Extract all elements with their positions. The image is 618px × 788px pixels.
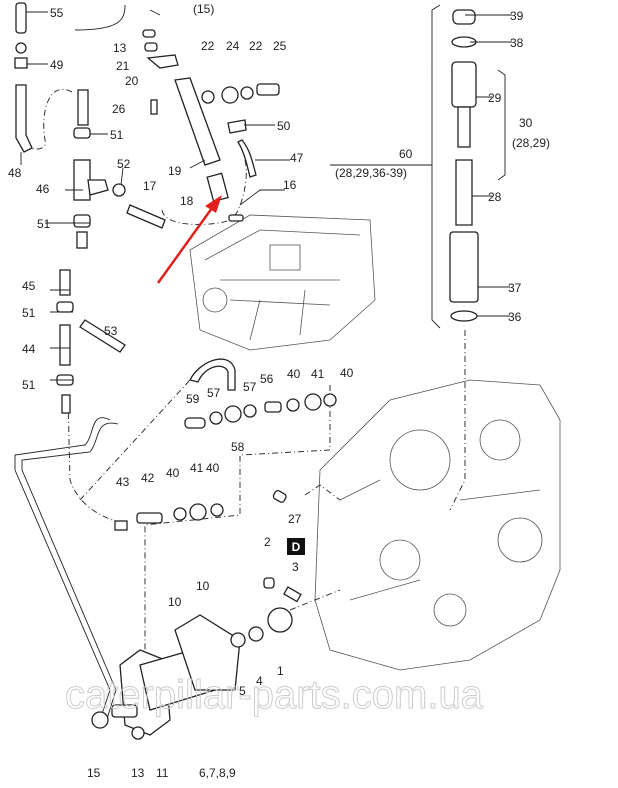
callout: 48 <box>8 166 22 180</box>
callout: 59 <box>186 392 200 406</box>
callout: (28,29) <box>512 136 550 150</box>
callout: 40 <box>340 366 354 380</box>
callout: 52 <box>117 157 131 171</box>
callout: 40 <box>287 367 301 381</box>
callout: 53 <box>104 324 118 338</box>
callout: 37 <box>508 281 522 295</box>
callout: 39 <box>510 9 524 23</box>
watermark: caterpillar-parts.com.ua <box>65 673 484 717</box>
callout: 43 <box>116 475 130 489</box>
callout: 18 <box>180 194 194 208</box>
callout: 29 <box>488 91 502 105</box>
callout: 51 <box>37 217 51 231</box>
injector-group <box>74 4 280 222</box>
cylinder-head <box>189 214 376 351</box>
callout: 13 <box>113 41 127 55</box>
callout: 45 <box>22 279 36 293</box>
callout: 22 <box>201 39 215 53</box>
callout: 51 <box>22 378 36 392</box>
callout: 57 <box>207 386 221 400</box>
callout: 57 <box>243 380 257 394</box>
callout: 47 <box>290 151 304 165</box>
callout: 44 <box>22 342 36 356</box>
callout: 22 <box>249 39 263 53</box>
callout: 15 <box>87 766 101 780</box>
callout: 36 <box>508 310 522 324</box>
callout-labels: 55 (15) 13 21 20 49 22 24 22 25 26 51 50… <box>8 2 550 780</box>
callout: 51 <box>22 306 36 320</box>
callout: 56 <box>260 372 274 386</box>
callout: 55 <box>50 6 64 20</box>
callout: 17 <box>143 179 157 193</box>
callout: (15) <box>193 2 214 16</box>
callout: 10 <box>196 579 210 593</box>
callout: 6,7,8,9 <box>199 766 236 780</box>
callout: 27 <box>288 512 302 526</box>
section-d-badge <box>287 538 305 555</box>
callout: 26 <box>112 102 126 116</box>
callout: 25 <box>273 39 287 53</box>
callout: 40 <box>206 461 220 475</box>
pump-group <box>91 607 293 740</box>
callout: 60 <box>399 147 413 161</box>
callout: 13 <box>131 766 145 780</box>
callout: 5 <box>239 684 246 698</box>
callout: 46 <box>36 182 50 196</box>
fuel-lines <box>14 358 337 723</box>
callout: 58 <box>231 440 245 454</box>
callout: 50 <box>277 119 291 133</box>
callout: 16 <box>283 178 297 192</box>
callout: 41 <box>190 461 204 475</box>
left-column-parts <box>14 2 166 414</box>
callout: 11 <box>156 766 169 780</box>
callout: 3 <box>292 560 299 574</box>
callout: 42 <box>141 471 155 485</box>
callout: 2 <box>264 535 271 549</box>
callout: 10 <box>168 595 182 609</box>
callout: 49 <box>50 58 64 72</box>
callout: 40 <box>166 466 180 480</box>
callout: 51 <box>110 128 124 142</box>
callout: 38 <box>510 36 524 50</box>
callout: 30 <box>519 116 533 130</box>
callout: 21 <box>116 59 130 73</box>
callout: 41 <box>311 367 325 381</box>
callout: 4 <box>256 674 263 688</box>
plunger-group <box>330 4 506 329</box>
callout: 28 <box>488 190 502 204</box>
red-arrow <box>156 195 222 284</box>
section-d-label: D <box>292 540 301 554</box>
callout: 20 <box>125 74 139 88</box>
engine-block <box>314 379 561 671</box>
callout: 1 <box>277 664 284 678</box>
callout: 19 <box>168 164 182 178</box>
callout: (28,29,36-39) <box>335 166 407 180</box>
callout: 24 <box>226 39 240 53</box>
